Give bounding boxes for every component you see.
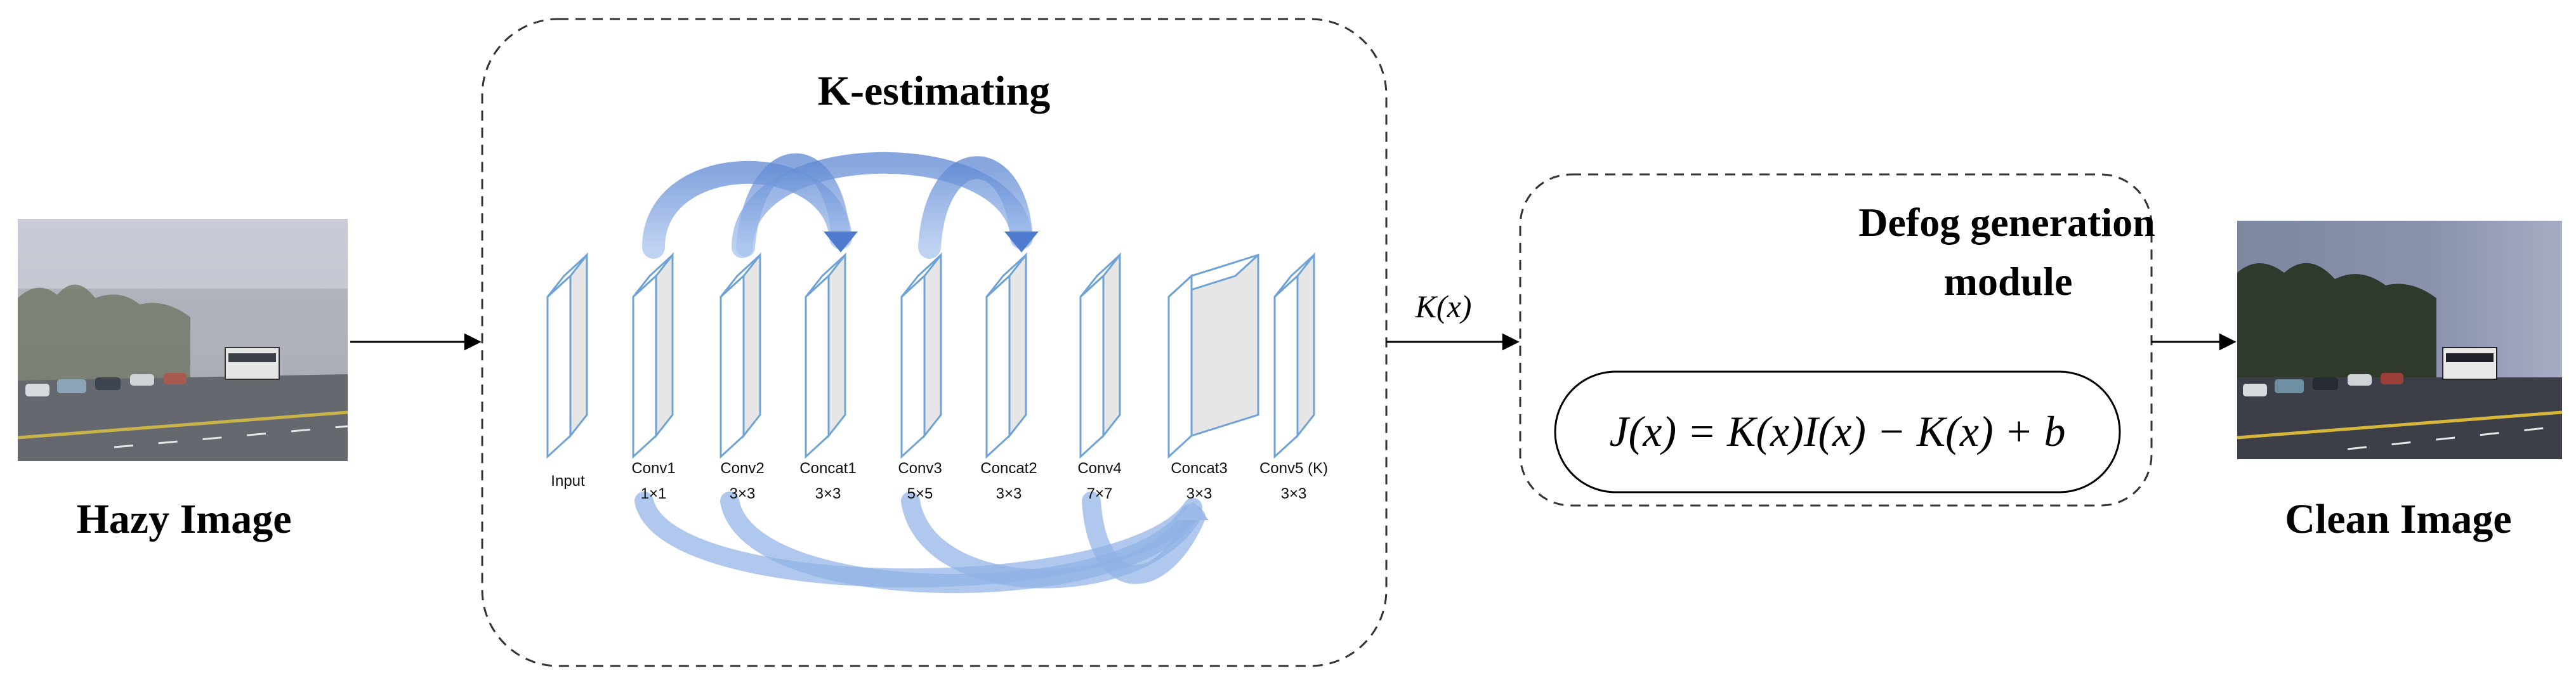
bottom-skip-arcs xyxy=(634,492,1206,594)
hazy-image-caption: Hazy Image xyxy=(76,496,291,542)
layer-kernel-label: 7×7 xyxy=(1087,485,1113,502)
layer-face-left xyxy=(985,273,1011,459)
layer-name-label: Conv5 (K) xyxy=(1259,460,1328,477)
skip-arc-conv2-concat1 xyxy=(736,153,850,257)
layer-face-left xyxy=(1273,273,1299,459)
layer-face-main xyxy=(1008,252,1027,439)
layer-block-5 xyxy=(900,252,942,459)
layer-name-label: Conv1 xyxy=(631,460,675,477)
defog-module-box xyxy=(1519,173,2153,507)
layer-name-label: Conv4 xyxy=(1077,460,1121,477)
layer-block-7 xyxy=(1079,252,1121,459)
layer-name-label: Concat1 xyxy=(799,460,856,477)
layer-face-left xyxy=(1079,273,1105,459)
layer-face-main xyxy=(569,252,588,439)
clean-image-caption: Clean Image xyxy=(2285,496,2511,542)
layer-block-1 xyxy=(546,252,588,459)
arc-head-concat1 xyxy=(824,232,858,252)
skip-arc-conv4-concat3 xyxy=(1082,492,1206,584)
layer-block-4 xyxy=(805,252,846,459)
layer-face-left xyxy=(805,273,830,459)
layer-face-main xyxy=(923,252,942,439)
layer-labels: Input Conv1 1×1 Conv2 3×3 Concat1 3×3 Conv3 5×5 C… xyxy=(551,460,1328,502)
layer-kernel-label: 3×3 xyxy=(1186,485,1212,502)
skip-arc-conv3-concat2 xyxy=(918,156,1033,259)
layer-block-6 xyxy=(985,252,1027,459)
layer-kernel-label: 3×3 xyxy=(1281,485,1307,502)
arc-head-concat3 xyxy=(1177,501,1209,520)
defog-equation: J(x) = K(x)I(x) − K(x) + b xyxy=(1609,407,2065,455)
arc-head-concat2 xyxy=(1004,232,1039,252)
layer-face-left xyxy=(720,273,745,459)
clean-image-photo xyxy=(2237,221,2563,459)
hazy-image-photo xyxy=(17,219,348,461)
layer-block-8 xyxy=(1167,253,1259,459)
layer-block-3 xyxy=(720,252,761,459)
layer-face-left xyxy=(1167,273,1193,459)
layer-name-label: Conv2 xyxy=(720,460,764,477)
top-skip-arcs xyxy=(642,152,1033,259)
layer-block-2 xyxy=(632,252,674,459)
equation-box xyxy=(1554,370,2121,493)
layer-face-main xyxy=(1296,252,1315,439)
layer-name-label: Concat3 xyxy=(1171,460,1227,477)
layer-name-label: Concat2 xyxy=(980,460,1037,477)
layer-face-main xyxy=(827,252,846,439)
layer-name-label: Conv3 xyxy=(898,460,942,477)
layer-kernel-label: 5×5 xyxy=(907,485,933,502)
layer-kernel-label: 3×3 xyxy=(730,485,756,502)
skip-arc-conv3-concat3 xyxy=(901,492,1202,589)
layer-face-left xyxy=(632,273,657,459)
defog-module-title-line1: Defog generation xyxy=(1858,200,2155,245)
k-estimating-title: K-estimating xyxy=(818,68,1051,114)
layer-kernel-label: 3×3 xyxy=(815,485,841,502)
defog-module-title-line2: module xyxy=(1944,259,2073,304)
layer-block-9 xyxy=(1273,252,1315,459)
layer-face-main xyxy=(742,252,761,439)
layer-face-main xyxy=(1102,252,1121,439)
layer-name-label: Input xyxy=(551,473,585,490)
k-output-label: K(x) xyxy=(1415,289,1472,324)
layer-blocks xyxy=(546,252,1315,459)
layer-face-left xyxy=(900,273,926,459)
layer-face-left xyxy=(546,273,572,459)
layer-kernel-label: 3×3 xyxy=(996,485,1022,502)
layer-kernel-label: 1×1 xyxy=(641,485,667,502)
layer-face-main xyxy=(655,252,674,439)
